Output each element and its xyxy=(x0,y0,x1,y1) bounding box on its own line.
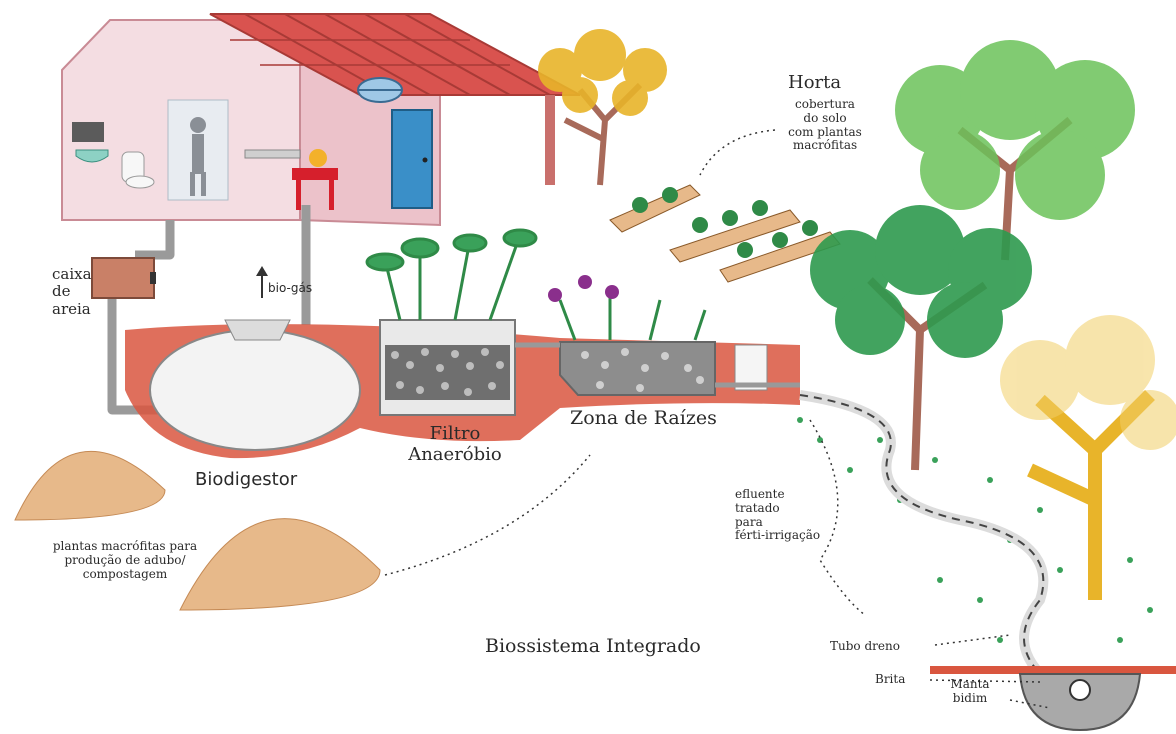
efluente-label: efluente tratado para férti-irrigação xyxy=(735,488,820,543)
house xyxy=(62,14,580,225)
efluente-line: tratado xyxy=(735,502,820,516)
manta-line: bidim xyxy=(935,692,1005,706)
macrofitas-line: produção de adubo/ xyxy=(25,554,225,568)
filtro-label-line: Anaeróbio xyxy=(395,445,515,466)
horta-desc-line: com plantas xyxy=(770,126,880,140)
garden-beds xyxy=(610,185,840,282)
horta-desc-line: do solo xyxy=(770,112,880,126)
bio-gas-label: bio-gás xyxy=(268,282,312,296)
filtro-label-line: Filtro xyxy=(395,424,515,445)
filtro-anaerobio-label: Filtro Anaeróbio xyxy=(395,424,515,465)
zona-de-raizes-label: Zona de Raízes xyxy=(570,408,717,430)
flowers xyxy=(548,275,619,302)
macrofitas-line: compostagem xyxy=(25,568,225,582)
horta-desc-line: macrófitas xyxy=(770,139,880,153)
compost-pile-left xyxy=(15,451,165,520)
page-title: Biossistema Integrado xyxy=(485,636,701,658)
manta-bidim-label: Manta bidim xyxy=(935,678,1005,706)
caixa-label-line: de xyxy=(52,283,92,300)
macrofitas-label: plantas macrófitas para produção de adub… xyxy=(25,540,225,581)
sand-box xyxy=(92,258,156,298)
anaerobic-filter xyxy=(380,320,515,415)
green-tree-middle xyxy=(810,205,1032,470)
horta-title: Horta xyxy=(788,73,841,94)
yellow-tree-left xyxy=(538,29,667,185)
tubo-dreno-label: Tubo dreno xyxy=(830,640,900,654)
horta-description: cobertura do solo com plantas macrófitas xyxy=(770,98,880,153)
manta-line: Manta xyxy=(935,678,1005,692)
efluente-line: efluente xyxy=(735,488,820,502)
brita-label: Brita xyxy=(875,673,905,687)
efluente-line: férti-irrigação xyxy=(735,529,820,543)
efluente-line: para xyxy=(735,516,820,530)
biogas-arrow xyxy=(256,266,268,298)
horta-desc-line: cobertura xyxy=(770,98,880,112)
biodigestor-label: Biodigestor xyxy=(195,470,297,491)
caixa-label-line: caixa xyxy=(52,266,92,283)
caixa-de-areia-label: caixa de areia xyxy=(52,266,92,318)
caixa-label-line: areia xyxy=(52,301,92,318)
macrofitas-line: plantas macrófitas para xyxy=(25,540,225,554)
yellow-tree-right xyxy=(1000,315,1176,600)
